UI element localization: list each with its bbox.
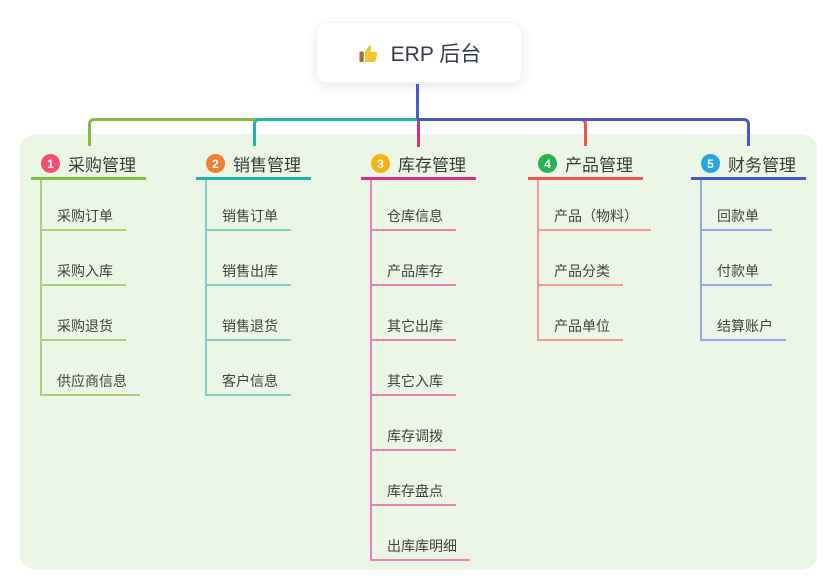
branch-label: 财务管理 <box>728 156 796 175</box>
branch-node-2[interactable]: 2 销售管理 <box>196 150 311 180</box>
branch-label: 库存管理 <box>398 156 466 175</box>
child-node[interactable]: 付款单 <box>700 260 772 286</box>
branch-rail-line <box>40 180 42 396</box>
child-node[interactable]: 库存盘点 <box>370 480 456 506</box>
child-node[interactable]: 采购入库 <box>40 260 126 286</box>
branch-node-1[interactable]: 1 采购管理 <box>31 150 146 180</box>
child-node[interactable]: 采购订单 <box>40 205 126 231</box>
child-node[interactable]: 销售退货 <box>205 315 291 341</box>
child-node[interactable]: 客户信息 <box>205 370 291 396</box>
branch-label: 产品管理 <box>565 156 633 175</box>
child-node[interactable]: 销售出库 <box>205 260 291 286</box>
child-node[interactable]: 仓库信息 <box>370 205 456 231</box>
child-node[interactable]: 采购退货 <box>40 315 126 341</box>
child-node[interactable]: 结算账户 <box>700 315 786 341</box>
child-node[interactable]: 产品单位 <box>537 315 623 341</box>
branch-rail-line <box>537 180 539 341</box>
child-node[interactable]: 库存调拨 <box>370 425 456 451</box>
child-node[interactable]: 回款单 <box>700 205 772 231</box>
branch-label: 销售管理 <box>233 156 301 175</box>
branch-node-3[interactable]: 3 库存管理 <box>361 150 476 180</box>
root-trunk-line <box>416 84 419 121</box>
child-node[interactable]: 出库库明细 <box>370 535 470 561</box>
root-label: ERP 后台 <box>390 42 482 66</box>
branches-panel <box>20 134 817 570</box>
branch-connector-2 <box>253 118 420 146</box>
branch-node-4[interactable]: 4 产品管理 <box>528 150 643 180</box>
branch-connector-3 <box>417 121 420 147</box>
branch-rail-line <box>700 180 702 341</box>
child-node[interactable]: 产品（物料） <box>537 205 651 231</box>
child-node[interactable]: 其它入库 <box>370 370 456 396</box>
child-node[interactable]: 销售订单 <box>205 205 291 231</box>
branch-badge: 3 <box>371 154 390 173</box>
branch-label: 采购管理 <box>68 156 136 175</box>
child-node[interactable]: 产品分类 <box>537 260 623 286</box>
root-node[interactable]: ERP 后台 <box>316 22 522 83</box>
child-node[interactable]: 供应商信息 <box>40 370 140 396</box>
branch-badge: 5 <box>701 154 720 173</box>
thumbs-up-icon <box>357 41 381 65</box>
branch-badge: 1 <box>41 154 60 173</box>
branch-badge: 2 <box>206 154 225 173</box>
branch-connector-5 <box>417 118 750 146</box>
branch-badge: 4 <box>538 154 557 173</box>
branch-node-5[interactable]: 5 财务管理 <box>691 150 806 180</box>
child-node[interactable]: 其它出库 <box>370 315 456 341</box>
branch-rail-line <box>205 180 207 396</box>
branch-rail-line <box>370 180 372 561</box>
child-node[interactable]: 产品库存 <box>370 260 456 286</box>
